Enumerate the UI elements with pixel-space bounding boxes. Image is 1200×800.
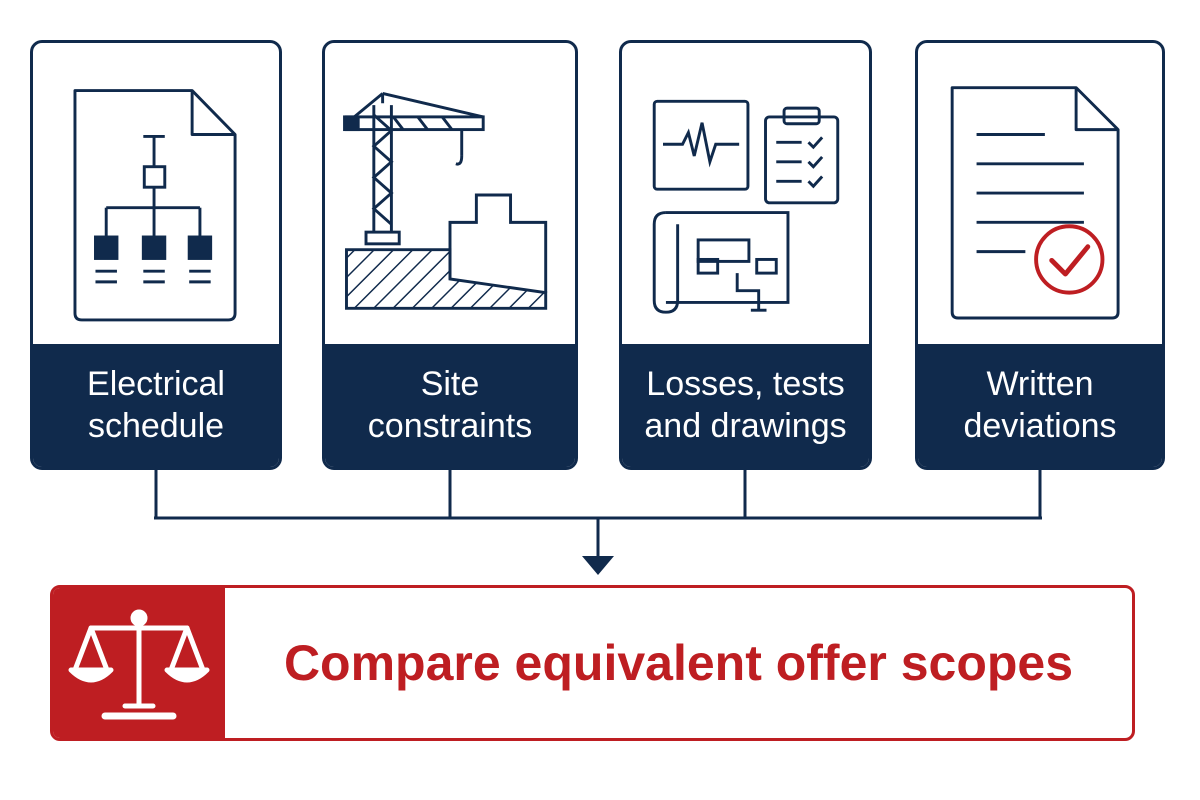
scales-icon-panel: [53, 588, 225, 738]
card-losses-tests-drawings: Losses, tests and drawings: [619, 40, 872, 470]
card-label: Losses, tests and drawings: [622, 344, 869, 467]
card-electrical-schedule: Electrical schedule: [30, 40, 282, 470]
scales-icon: [68, 609, 210, 720]
tests-drawings-icon: [652, 99, 840, 314]
down-arrow-icon: [582, 556, 614, 575]
card-label: Electrical schedule: [33, 344, 279, 467]
crane-site-icon: [343, 92, 548, 310]
document-check-icon: [950, 86, 1120, 320]
result-box: Compare equivalent offer scopes: [50, 585, 1135, 741]
card-site-constraints: Site constraints: [322, 40, 578, 470]
card-label: Written deviations: [918, 344, 1162, 467]
card-label: Site constraints: [325, 344, 575, 467]
result-label: Compare equivalent offer scopes: [283, 635, 1074, 691]
card-written-deviations: Written deviations: [915, 40, 1165, 470]
electrical-schedule-icon: [73, 89, 237, 322]
